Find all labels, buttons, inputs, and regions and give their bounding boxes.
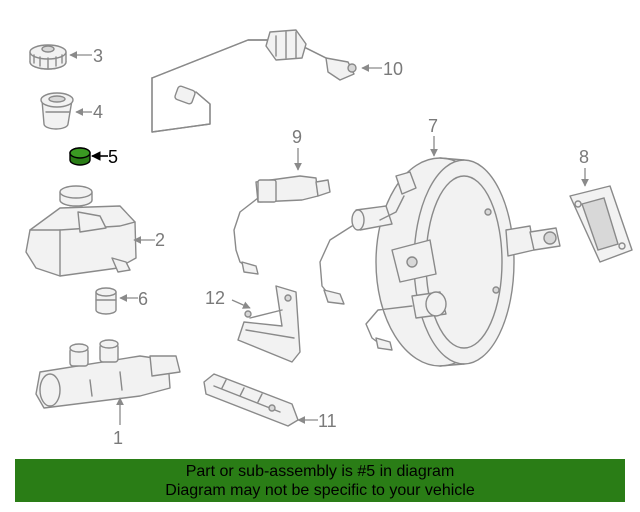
part-6-plug (95, 287, 117, 315)
banner-line-disclaimer: Diagram may not be specific to your vehi… (165, 481, 475, 499)
part-12-bracket (237, 285, 301, 363)
callout-9: 9 (292, 127, 302, 147)
callout-2: 2 (155, 230, 165, 250)
part-5-grommet (69, 147, 91, 166)
callout-11: 11 (318, 411, 337, 431)
part-9-sensor (233, 175, 331, 275)
part-11-mount-bracket (203, 373, 299, 427)
callout-3: 3 (93, 46, 103, 66)
part-1-master-cylinder (35, 339, 181, 409)
callout-4: 4 (93, 102, 103, 122)
part-10-vacuum-hose (151, 29, 357, 133)
callout-5: 5 (108, 147, 118, 167)
part-7-brake-booster (319, 157, 561, 367)
callout-6: 6 (138, 289, 148, 309)
callout-1: 1 (113, 428, 123, 448)
callout-7: 7 (428, 116, 438, 136)
info-banner: Part or sub-assembly is #5 in diagram Di… (15, 459, 625, 502)
callout-12: 12 (205, 288, 225, 308)
leader-12 (231, 299, 251, 309)
part-4-strainer (40, 92, 74, 130)
callout-10: 10 (383, 59, 403, 79)
part-2-reservoir (25, 185, 137, 277)
banner-line-part: Part or sub-assembly is #5 in diagram (185, 462, 455, 480)
part-8-gasket (569, 185, 633, 263)
callout-8: 8 (579, 147, 589, 167)
part-3-reservoir-cap (29, 44, 67, 70)
